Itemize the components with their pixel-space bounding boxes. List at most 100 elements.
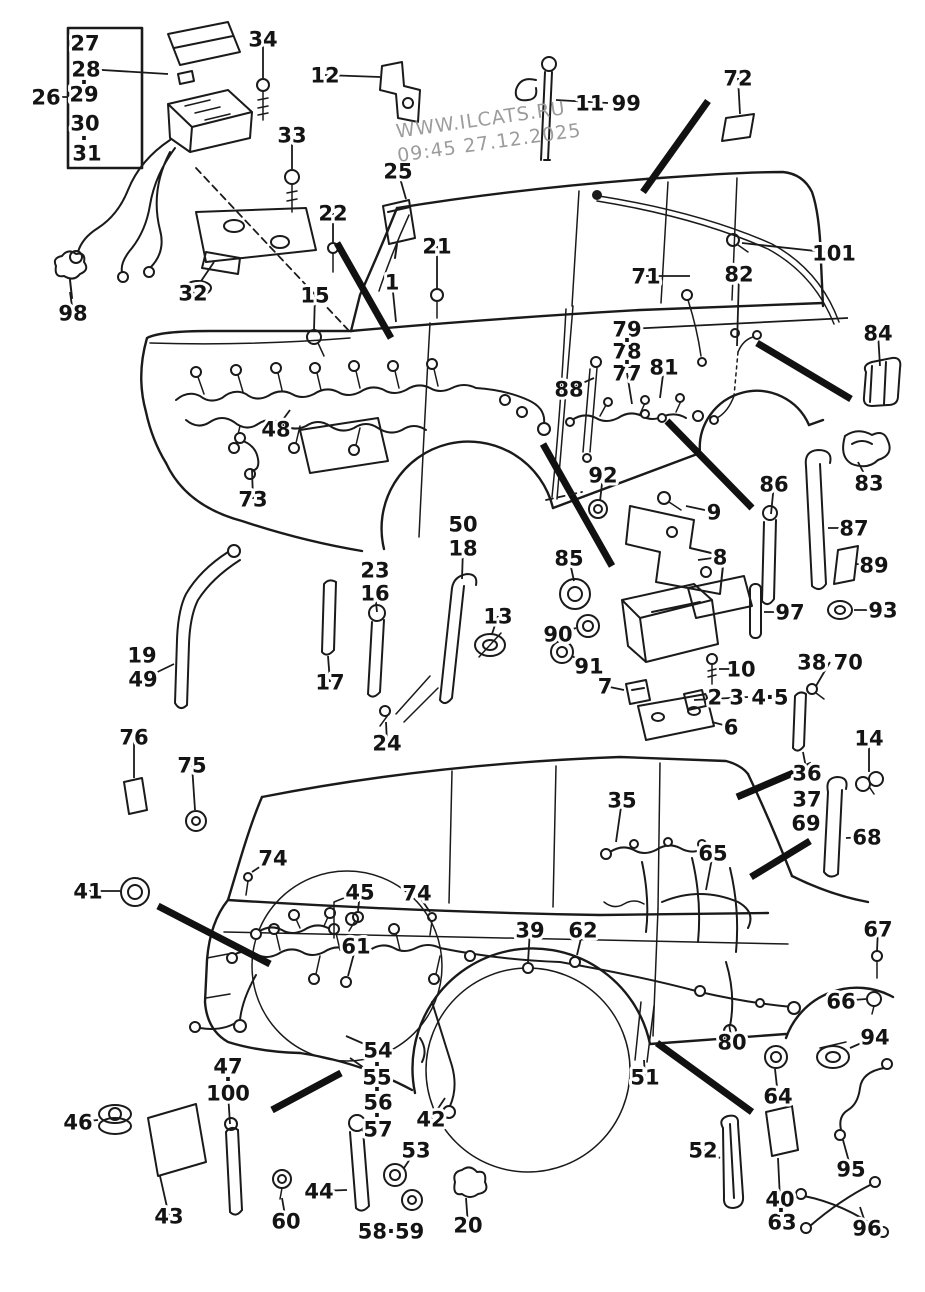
part-label-72[interactable]: 72 [720,63,755,93]
part-label-26[interactable]: 26 [28,82,63,112]
part-label-60[interactable]: 60 [268,1206,303,1236]
part-label-96[interactable]: 96 [849,1213,884,1243]
part-label-91[interactable]: 91 [571,651,606,681]
part-label-62[interactable]: 62 [565,915,600,945]
part-label-57[interactable]: 57 [360,1114,395,1144]
part-label-38-70[interactable]: 38 70 [794,647,866,677]
part-label--[interactable]: · [77,67,91,97]
part-label--[interactable]: · [370,1100,384,1130]
part-label-101[interactable]: 101 [809,238,859,268]
part-label-79[interactable]: 79 [609,314,644,344]
part-label-29[interactable]: 29 [66,79,101,109]
part-label-88[interactable]: 88 [551,374,586,404]
part-label-31[interactable]: 31 [69,138,104,168]
part-label--[interactable]: · [620,347,634,377]
part-label-77[interactable]: 77 [609,358,644,388]
part-label-37[interactable]: 37 [789,784,824,814]
part-label-84[interactable]: 84 [860,318,895,348]
part-label-55[interactable]: 55 [359,1062,394,1092]
part-label-86[interactable]: 86 [756,469,791,499]
part-label--[interactable]: · [221,1064,235,1094]
part-label-97[interactable]: 97 [772,597,807,627]
part-label-75[interactable]: 75 [174,750,209,780]
part-label-82[interactable]: 82 [721,259,756,289]
part-label-64[interactable]: 64 [760,1081,795,1111]
part-label-61[interactable]: 61 [338,931,373,961]
part-label-100[interactable]: 100 [203,1078,253,1108]
part-label-48[interactable]: 48 [258,414,293,444]
part-label-80[interactable]: 80 [714,1027,749,1057]
part-label-87[interactable]: 87 [836,513,871,543]
part-label-27[interactable]: 27 [67,28,102,58]
part-label-16[interactable]: 16 [357,578,392,608]
part-label-2-3-4-5[interactable]: 2 3 4·5 [704,682,791,712]
part-label-92[interactable]: 92 [585,460,620,490]
part-label-22[interactable]: 22 [315,198,350,228]
part-label-81[interactable]: 81 [646,352,681,382]
part-label-69[interactable]: 69 [788,808,823,838]
part-label-45[interactable]: 45 [342,877,377,907]
part-label-35[interactable]: 35 [604,785,639,815]
part-label-98[interactable]: 98 [55,298,90,328]
part-label-58-59[interactable]: 58·59 [355,1216,427,1246]
part-label-90[interactable]: 90 [540,619,575,649]
part-label-56[interactable]: 56 [360,1087,395,1117]
part-label-15[interactable]: 15 [297,280,332,310]
part-label-18[interactable]: 18 [445,533,480,563]
part-label-12[interactable]: 12 [307,60,342,90]
part-label-71[interactable]: 71 [628,261,663,291]
part-label-39[interactable]: 39 [512,915,547,945]
part-label-40[interactable]: 40 [762,1184,797,1214]
part-label-33[interactable]: 33 [274,120,309,150]
part-label-11-99[interactable]: 11 99 [572,88,644,118]
part-label-50[interactable]: 50 [445,509,480,539]
part-label-54[interactable]: 54 [360,1035,395,1065]
part-label-52[interactable]: 52 [685,1135,720,1165]
part-label-66[interactable]: 66 [823,986,858,1016]
part-label--[interactable]: · [774,1195,788,1225]
part-label-9[interactable]: 9 [704,497,725,527]
part-label-32[interactable]: 32 [175,278,210,308]
part-label-23[interactable]: 23 [357,555,392,585]
part-label-28[interactable]: 28 [68,54,103,84]
part-label-1[interactable]: 1 [382,267,403,297]
part-label-76[interactable]: 76 [116,722,151,752]
part-label-95[interactable]: 95 [833,1154,868,1184]
part-label-44[interactable]: 44 [301,1176,336,1206]
part-label-89[interactable]: 89 [856,550,891,580]
part-label-74[interactable]: 74 [399,878,434,908]
part-label-53[interactable]: 53 [398,1135,433,1165]
part-label-74[interactable]: 74 [255,843,290,873]
part-label-65[interactable]: 65 [695,838,730,868]
part-label--[interactable]: · [77,123,91,153]
part-label-68[interactable]: 68 [849,822,884,852]
part-label-36[interactable]: 36 [789,758,824,788]
part-label-73[interactable]: 73 [235,484,270,514]
part-label-10[interactable]: 10 [723,654,758,684]
part-label-42[interactable]: 42 [413,1104,448,1134]
part-label-30[interactable]: 30 [67,108,102,138]
part-label-14[interactable]: 14 [851,723,886,753]
part-label-20[interactable]: 20 [450,1210,485,1240]
part-label-51[interactable]: 51 [627,1062,662,1092]
part-label-21[interactable]: 21 [419,231,454,261]
part-label-63[interactable]: 63 [764,1207,799,1237]
part-label-7[interactable]: 7 [595,671,616,701]
part-label-78[interactable]: 78 [609,336,644,366]
part-label-49[interactable]: 49 [125,664,160,694]
part-label-25[interactable]: 25 [380,156,415,186]
part-label-46[interactable]: 46 [60,1107,95,1137]
part-label--[interactable]: · [370,1074,384,1104]
part-label-67[interactable]: 67 [860,914,895,944]
part-label-13[interactable]: 13 [480,601,515,631]
part-label--[interactable]: · [370,1049,384,1079]
part-label-85[interactable]: 85 [551,543,586,573]
part-label-24[interactable]: 24 [369,728,404,758]
part-label--[interactable]: · [620,325,634,355]
part-label-19[interactable]: 19 [124,640,159,670]
part-label-41[interactable]: 41 [70,876,105,906]
part-label-83[interactable]: 83 [851,468,886,498]
part-label-47[interactable]: 47 [210,1051,245,1081]
part-label-94[interactable]: 94 [857,1022,892,1052]
part-label-8[interactable]: 8 [710,542,731,572]
